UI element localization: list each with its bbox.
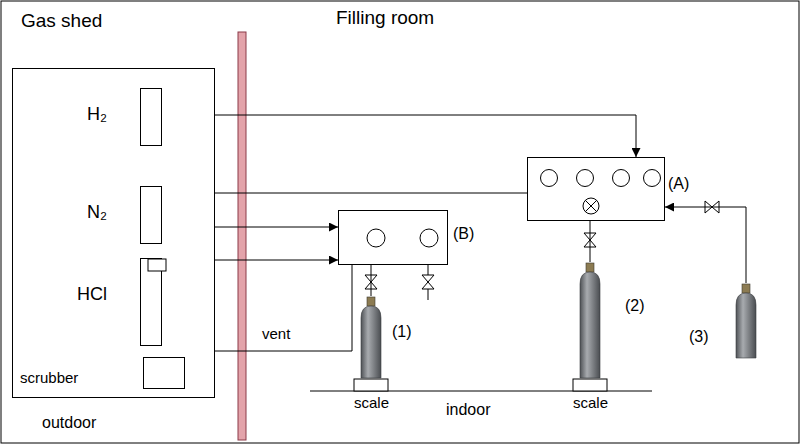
part-label: scrubber	[20, 370, 78, 387]
part-label: H₂	[87, 105, 107, 125]
zone-label: indoor	[446, 401, 490, 419]
gas-cylinder: (3)	[735, 283, 757, 358]
gas-shed-box: H₂N₂HClscrubberGas shed	[12, 68, 215, 398]
callout-number: (3)	[689, 328, 709, 346]
cylinder-drawing	[735, 283, 757, 358]
area-heading: Gas shed	[21, 11, 102, 32]
pipe-line	[162, 157, 571, 193]
scale-label: scale	[354, 395, 389, 412]
edge-label: vent	[262, 326, 290, 343]
cylinder-body	[361, 306, 381, 378]
gauge-symbol	[541, 170, 558, 187]
callout-number: (2)	[625, 297, 645, 315]
cylinder-valve	[742, 284, 750, 293]
manifold-box: (B)	[338, 210, 448, 265]
part-label: HCl	[77, 285, 107, 305]
gas-cylinder: (1)	[360, 296, 382, 378]
manifold-box: (A)	[527, 157, 665, 221]
callout-number: (B)	[453, 225, 474, 243]
scrubber-box: scrubber	[143, 357, 185, 389]
pipe-line	[162, 115, 636, 157]
gas-bundle: H₂	[140, 88, 162, 146]
cylinder-valve	[586, 263, 594, 272]
gauge-symbol	[420, 229, 438, 247]
manifold-drawing	[528, 158, 666, 222]
area-heading: Filling room	[336, 8, 434, 29]
manifold-drawing	[141, 259, 163, 347]
manifold-drawing	[339, 211, 449, 266]
callout-number: (A)	[668, 175, 689, 193]
scale-platform	[354, 379, 388, 391]
scale-platform	[573, 379, 607, 391]
valve-symbol	[422, 275, 434, 289]
cylinder-drawing	[579, 262, 601, 378]
callout-number: (1)	[392, 323, 412, 341]
pipe-line	[665, 207, 746, 283]
gauge-symbol	[644, 170, 661, 187]
gas-bundle: N₂	[140, 186, 162, 244]
pipe-line	[371, 265, 372, 296]
cylinder-body	[736, 293, 756, 358]
gauge-symbol	[367, 229, 385, 247]
zone-label: outdoor	[42, 414, 96, 432]
gauge-symbol	[613, 170, 630, 187]
wall	[238, 32, 246, 440]
regulator-box	[148, 259, 166, 271]
scale-label: scale	[573, 395, 608, 412]
cylinder-drawing	[360, 296, 382, 378]
cylinder-valve	[367, 297, 375, 306]
gas-bundle: HCl	[140, 258, 162, 346]
part-label: N₂	[87, 203, 107, 223]
pump-symbol	[583, 198, 599, 214]
pipe-line	[590, 221, 591, 262]
cylinder-body	[580, 272, 600, 378]
gas-cylinder: (2)	[579, 262, 601, 378]
gauge-symbol	[577, 170, 594, 187]
